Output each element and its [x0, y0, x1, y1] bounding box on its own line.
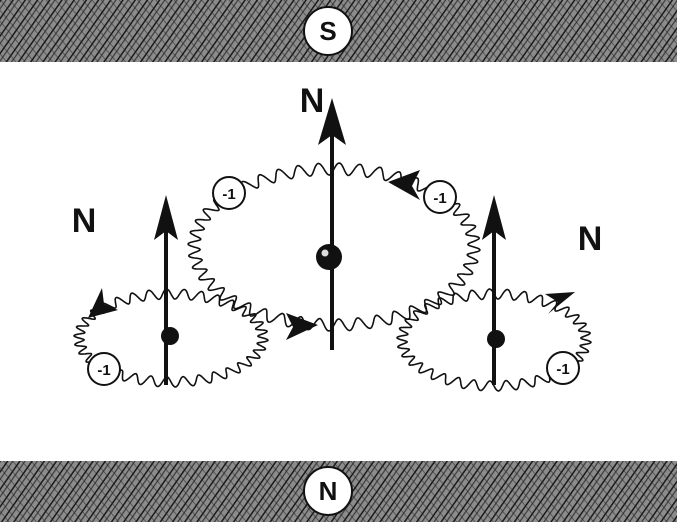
orbit-direction-arrows — [88, 170, 575, 340]
right-spin-arrow — [482, 195, 506, 385]
charge-badges: -1 -1 -1 -1 — [87, 176, 580, 386]
bottom-pole-label: N — [319, 476, 338, 506]
center-spin-arrow — [318, 98, 346, 350]
left-orbit-arrow — [88, 288, 118, 318]
nuclei — [161, 244, 505, 348]
left-nucleus — [161, 327, 179, 345]
charge-badge-left: -1 — [87, 352, 121, 386]
top-pole-badge — [303, 6, 353, 56]
top-magnet-pole: S — [0, 0, 677, 62]
left-spin-arrow — [154, 195, 178, 385]
svg-text:-1: -1 — [222, 186, 235, 203]
svg-text:-1: -1 — [97, 362, 110, 379]
right-nucleus — [487, 330, 505, 348]
center-orbit-arrow-top — [388, 170, 420, 200]
spin-arrows — [154, 98, 506, 385]
right-orbit — [396, 288, 592, 392]
center-nucleus — [316, 244, 342, 270]
svg-text:-1: -1 — [556, 361, 569, 378]
right-orbit-arrow — [545, 292, 575, 314]
right-field-label: N — [578, 220, 603, 258]
left-field-label: N — [72, 202, 97, 240]
bottom-magnet-pole: N — [0, 461, 677, 522]
top-pole-label: S — [319, 16, 336, 46]
center-orbit-arrow-bottom — [286, 313, 318, 340]
svg-text:-1: -1 — [433, 190, 446, 207]
charge-badge-center-left: -1 — [212, 176, 246, 210]
bottom-pole-badge — [303, 466, 353, 516]
left-orbit — [73, 288, 269, 388]
charge-badge-center-right: -1 — [423, 180, 457, 214]
center-field-label: N — [300, 82, 325, 120]
charge-badge-right: -1 — [546, 351, 580, 385]
